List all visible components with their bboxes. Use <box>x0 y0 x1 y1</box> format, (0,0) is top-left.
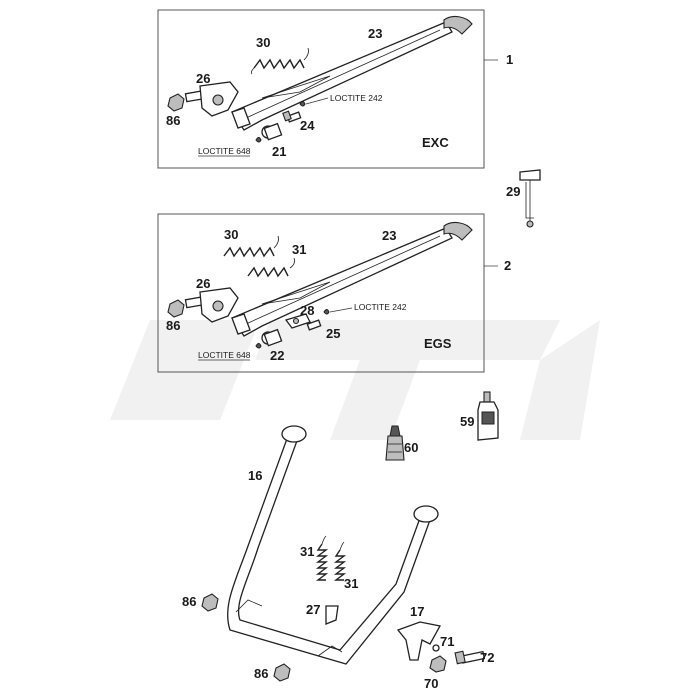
loctite-648-label: LOCTITE 648 <box>198 146 251 156</box>
loctite-drop <box>323 309 330 315</box>
side-stand-arm <box>231 221 473 337</box>
label-part-59: 59 <box>460 414 474 429</box>
label-part-28: 28 <box>300 303 314 318</box>
panel-egs-frame <box>157 213 485 373</box>
spring <box>250 47 309 75</box>
loctite-bottle <box>477 391 499 441</box>
spring <box>247 257 295 278</box>
label-part-72: 72 <box>480 650 494 665</box>
label-part-22: 22 <box>270 348 284 363</box>
label-part-31: 31 <box>300 544 314 559</box>
center-stand-assembly: 16 31 31 27 86 86 17 71 72 70 <box>182 425 494 691</box>
nut <box>201 593 219 612</box>
label-part-71: 71 <box>440 634 454 649</box>
spring <box>223 235 279 258</box>
label-part-16: 16 <box>248 468 262 483</box>
washer <box>432 644 440 652</box>
leader-line <box>305 97 329 105</box>
leader-line <box>329 307 353 313</box>
loctite-drop <box>255 343 262 349</box>
label-part-23: 23 <box>382 228 396 243</box>
callout-1: 1 <box>506 52 513 67</box>
bushing <box>261 328 283 347</box>
loctite-242-label: LOCTITE 242 <box>330 93 383 103</box>
stand-foot-cap <box>413 505 439 523</box>
label-part-30: 30 <box>256 35 270 50</box>
pivot-bracket <box>184 81 239 117</box>
nut <box>273 663 291 682</box>
hook-tool <box>519 169 541 228</box>
label-part-26: 26 <box>196 71 210 86</box>
bolt <box>454 650 486 665</box>
label-part-25: 25 <box>326 326 340 341</box>
nut <box>167 93 185 112</box>
label-part-21: 21 <box>272 144 286 159</box>
loctite-242-label: LOCTITE 242 <box>354 302 407 312</box>
label-part-26: 26 <box>196 276 210 291</box>
background-watermark <box>110 320 600 440</box>
side-stand-arm <box>231 15 473 131</box>
nut <box>429 655 447 673</box>
label-part-86: 86 <box>166 113 180 128</box>
panel-exc: 30 23 26 86 24 21 LOCTITE 242 LOCTITE 64… <box>157 9 513 169</box>
nut <box>167 299 185 318</box>
label-part-27: 27 <box>306 602 320 617</box>
spring <box>315 535 329 581</box>
grease-tube <box>385 425 405 461</box>
label-part-31: 31 <box>344 576 358 591</box>
label-part-86: 86 <box>182 594 196 609</box>
label-part-86: 86 <box>166 318 180 333</box>
stand-mount-bracket <box>396 621 442 661</box>
spring-bracket <box>325 605 339 625</box>
label-part-30: 30 <box>224 227 238 242</box>
label-part-24: 24 <box>300 118 315 133</box>
label-part-17: 17 <box>410 604 424 619</box>
panel-egs: 30 31 23 26 86 28 25 22 LOCTITE 242 LOCT… <box>157 213 511 373</box>
bushing <box>261 122 283 141</box>
bolt <box>282 110 302 123</box>
label-part-60: 60 <box>404 440 418 455</box>
variant-label-egs: EGS <box>424 336 452 351</box>
label-part-23: 23 <box>368 26 382 41</box>
loctite-drop <box>299 101 306 107</box>
loctite-648-label: LOCTITE 648 <box>198 350 251 360</box>
loctite-drop <box>255 137 262 143</box>
bolt <box>306 319 322 331</box>
label-part-31: 31 <box>292 242 306 257</box>
pivot-bracket <box>184 287 239 323</box>
label-part-86: 86 <box>254 666 268 681</box>
panel-exc-frame <box>157 9 485 169</box>
switch-plate <box>284 313 311 329</box>
callout-2: 2 <box>504 258 511 273</box>
variant-label-exc: EXC <box>422 135 449 150</box>
label-part-70: 70 <box>424 676 438 691</box>
label-part-29: 29 <box>506 184 520 199</box>
spring <box>333 541 347 581</box>
stand-foot-cap <box>281 425 307 443</box>
